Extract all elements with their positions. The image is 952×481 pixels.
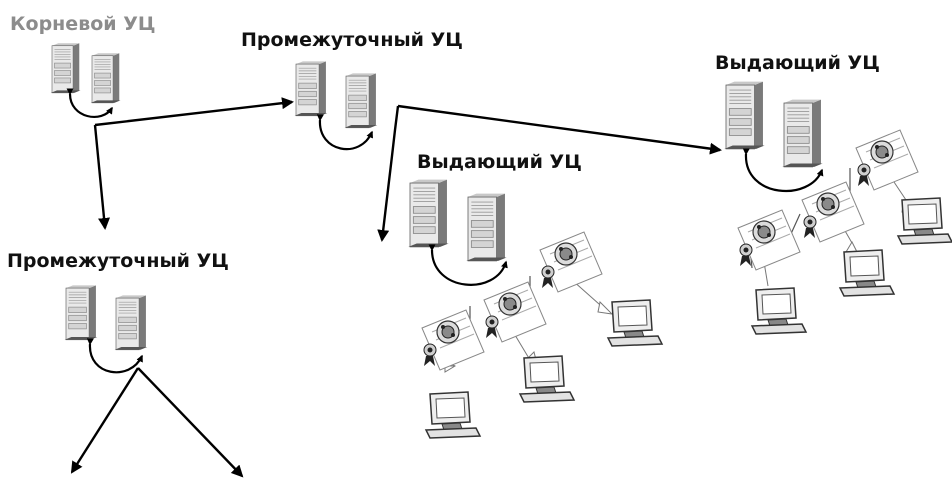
server-icon: [407, 179, 450, 248]
server-icon: [344, 73, 378, 129]
computer-icon: [751, 287, 807, 335]
server-icon: [50, 42, 81, 94]
computer-icon: [839, 249, 895, 297]
arrow: [377, 105, 400, 242]
server-icon: [781, 99, 824, 168]
certificate-icon: [539, 231, 603, 293]
server-icon: [465, 193, 508, 262]
arrow: [94, 97, 294, 127]
label-root-ca: Корневой УЦ: [10, 13, 155, 35]
label-intermediate-ca-left: Промежуточный УЦ: [7, 250, 229, 272]
label-issuing-ca-middle: Выдающий УЦ: [417, 151, 582, 173]
server-icon: [723, 81, 766, 150]
certificate-icon: [737, 209, 801, 271]
intermediate-ca-left-servers: [64, 285, 148, 374]
issuing-ca-right-clients: [737, 129, 952, 335]
issuing-ca-right-servers: [723, 81, 824, 193]
hierarchy-arrows: [70, 97, 722, 478]
server-icon: [64, 285, 98, 341]
certificate-icon: [421, 309, 485, 371]
computer-icon: [607, 299, 663, 347]
certificate-icon: [801, 181, 865, 243]
certificate-icon: [483, 281, 547, 343]
label-issuing-ca-right: Выдающий УЦ: [715, 52, 880, 74]
arrow: [93, 124, 111, 230]
root-ca-servers: [50, 42, 121, 118]
intermediate-ca-top-servers: [294, 61, 378, 151]
computer-icon: [897, 197, 952, 245]
server-icon: [294, 61, 328, 117]
certificate-icon: [855, 129, 919, 191]
label-intermediate-ca-top: Промежуточный УЦ: [241, 29, 463, 51]
computer-icon: [519, 355, 575, 403]
computer-icon: [425, 391, 481, 439]
server-icon: [90, 52, 121, 104]
issuing-ca-middle-clients: [421, 231, 663, 439]
arrow: [137, 367, 244, 478]
arrow: [70, 367, 140, 474]
arrow: [397, 104, 722, 155]
server-icon: [114, 295, 148, 351]
issuing-ca-middle-servers: [407, 179, 508, 286]
